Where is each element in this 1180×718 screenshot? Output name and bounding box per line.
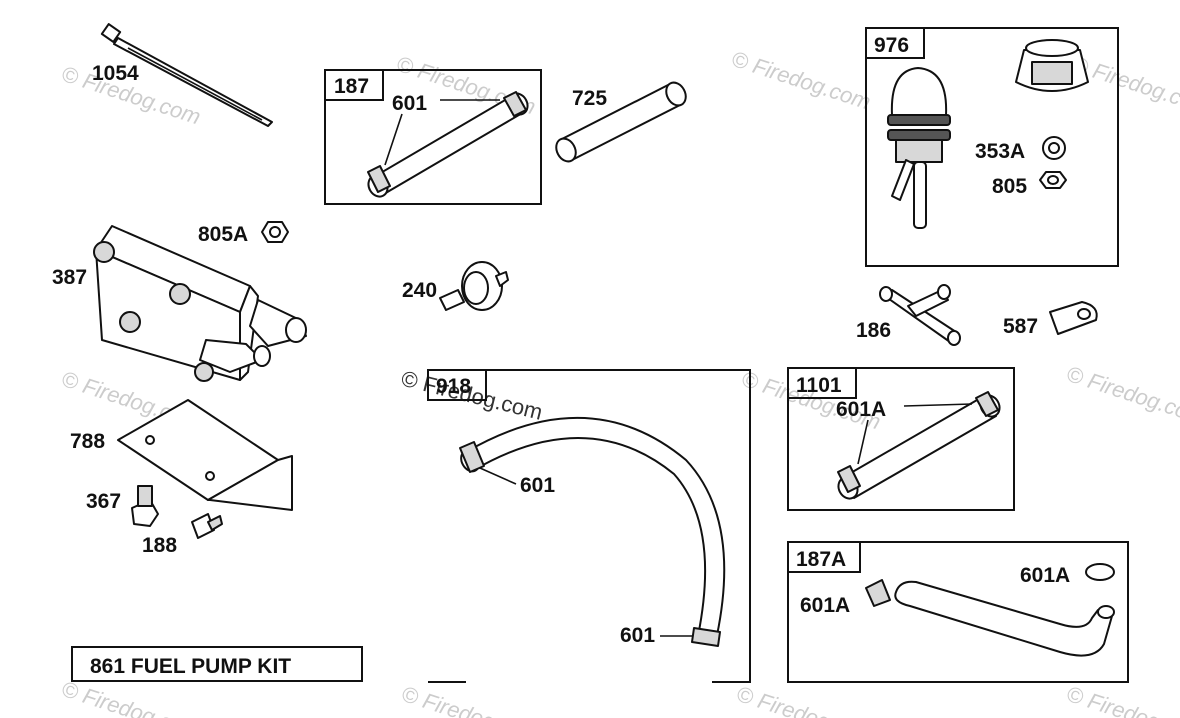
watermark-text: © Firedog.com	[728, 46, 873, 114]
tee-fitting-part	[879, 284, 961, 346]
watermark-text: © Firedog.com	[1068, 51, 1180, 119]
mounting-bracket-part	[117, 399, 293, 511]
assembly-label-1101: 1101	[796, 374, 842, 397]
assembly-box-187	[324, 69, 542, 205]
assembly-tag-1101	[787, 367, 857, 399]
part-label-188: 188	[142, 534, 177, 557]
watermark-text: © Firedog.com	[1063, 361, 1180, 429]
part-label-240: 240	[402, 279, 437, 302]
assembly-box-187a	[787, 541, 1129, 683]
assembly-tag-976	[865, 27, 925, 59]
watermark-text: © Firedog.com	[1063, 681, 1180, 718]
part-label-601: 601	[392, 92, 427, 115]
assembly-label-187: 187	[334, 75, 369, 98]
fuel-line-918-part	[459, 417, 726, 647]
part-label-805a: 805A	[198, 223, 248, 246]
assembly-box-976	[865, 27, 1119, 267]
assembly-label-187a: 187A	[796, 548, 846, 571]
fuel-line-187a-part	[865, 563, 1115, 657]
part-label-1054: 1054	[92, 62, 139, 85]
watermark-text: © Firedog.com	[398, 681, 543, 718]
part-label-387: 387	[52, 266, 87, 289]
assembly-tag-187	[324, 69, 384, 101]
part-label-601a: 601A	[1020, 564, 1070, 587]
assembly-box-918	[428, 369, 751, 683]
part-label-367: 367	[86, 490, 121, 513]
part-label-353a: 353A	[975, 140, 1025, 163]
part-label-601a: 601A	[836, 398, 886, 421]
kit-title: 861 FUEL PUMP KIT	[90, 655, 291, 678]
washer-353a-part	[1042, 136, 1066, 160]
assembly-box-1101	[787, 367, 1015, 511]
watermark-text: © Firedog.com	[733, 681, 878, 718]
part-label-725: 725	[572, 87, 607, 110]
fuel-line-1101-part	[837, 391, 1001, 500]
part-label-601: 601	[520, 474, 555, 497]
watermark-text: © Firedog.com	[58, 676, 203, 718]
screw-188-part	[191, 513, 223, 539]
fuel-line-187-part	[367, 91, 529, 198]
assembly-label-976: 976	[874, 34, 909, 57]
part-label-601a: 601A	[800, 594, 850, 617]
watermark-text-prominent: © Firedog.com	[399, 366, 545, 425]
cable-tie-part	[100, 23, 273, 127]
part-label-805: 805	[992, 175, 1027, 198]
tube-725-part	[555, 81, 687, 163]
primer-retainer-part	[1015, 39, 1089, 92]
screw-367-part	[131, 485, 159, 527]
nut-805a-part	[261, 221, 289, 243]
part-label-587: 587	[1003, 315, 1038, 338]
part-label-788: 788	[70, 430, 105, 453]
primer-bulb-part	[887, 67, 951, 229]
part-label-186: 186	[856, 319, 891, 342]
assembly-label-918: 918	[436, 375, 471, 398]
assembly-tag-918	[427, 369, 487, 401]
fuel-pump-part	[93, 225, 307, 382]
fuel-filter-part	[439, 261, 509, 311]
nut-805-part	[1039, 171, 1067, 189]
part-label-601: 601	[620, 624, 655, 647]
assembly-tag-187a	[787, 541, 861, 573]
kit-title-box	[71, 646, 363, 682]
clamp-clip-part	[1049, 301, 1098, 335]
